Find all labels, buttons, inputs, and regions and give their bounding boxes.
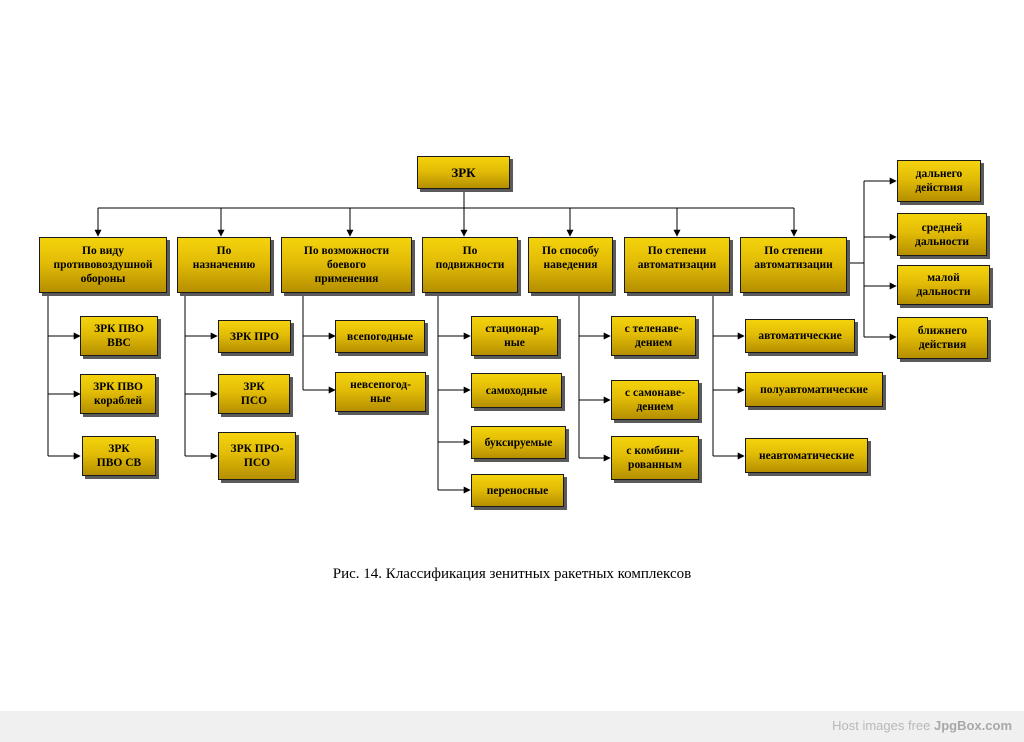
leaf-stationary: стационар- ные [471, 316, 558, 356]
category-combat: По возможности боевого применения [281, 237, 412, 293]
leaf-label: неавтоматические [758, 449, 855, 462]
leaf-label: ЗРК ПРО- ПСО [230, 443, 284, 469]
leaf-label: стационар- ные [485, 323, 544, 349]
category-automation-a-label: По степени автоматизации [637, 245, 717, 271]
leaf-portable: переносные [471, 474, 564, 507]
leaf-label: с комбини- рованным [626, 445, 684, 471]
leaf-all-weather: всепогодные [335, 320, 425, 353]
leaf-close-range: ближнего действия [897, 317, 988, 359]
category-automation-b: По степени автоматизации [740, 237, 847, 293]
category-air-defense-label: По виду противовоздушной обороны [53, 245, 153, 285]
category-purpose-label: По назначению [192, 245, 256, 271]
leaf-combined: с комбини- рованным [611, 436, 699, 480]
footer-brand: JpgBox.com [933, 718, 1012, 733]
footer-link[interactable]: Host images free JpgBox.com [832, 718, 1012, 733]
category-guidance: По способу наведения [528, 237, 613, 293]
leaf-label: ЗРК ПВО ВВС [94, 323, 144, 349]
leaf-tele-guidance: с теленаве- дением [611, 316, 696, 356]
leaf-label: ЗРК ПВО СВ [96, 443, 142, 469]
leaf-non-automatic: неавтоматические [745, 438, 868, 473]
leaf-zrk-pro: ЗРК ПРО [218, 320, 291, 353]
leaf-zrk-pro-pso: ЗРК ПРО- ПСО [218, 432, 296, 480]
leaf-label: ближнего действия [917, 325, 968, 351]
leaf-label: дальнего действия [915, 168, 963, 194]
leaf-label: с самонаве- дением [625, 387, 685, 413]
leaf-zrk-pvo-ships: ЗРК ПВО кораблей [80, 374, 156, 414]
leaf-towed: буксируемые [471, 426, 566, 459]
leaf-zrk-pvo-sv: ЗРК ПВО СВ [82, 436, 156, 476]
leaf-label: всепогодные [347, 330, 413, 343]
leaf-label: малой дальности [916, 272, 971, 298]
leaf-automatic: автоматические [745, 319, 855, 353]
category-automation-a: По степени автоматизации [624, 237, 730, 293]
leaf-label: ЗРК ПВО кораблей [93, 381, 143, 407]
category-combat-label: По возможности боевого применения [303, 245, 390, 285]
category-mobility-label: По подвижности [435, 245, 505, 271]
footer-text-prefix: Host images free [832, 718, 934, 733]
category-purpose: По назначению [177, 237, 271, 293]
leaf-self-propelled: самоходные [471, 373, 562, 408]
leaf-label: переносные [486, 484, 549, 497]
category-automation-b-label: По степени автоматизации [754, 245, 833, 271]
leaf-label: с теленаве- дением [624, 323, 683, 349]
root-label: ЗРК [451, 164, 476, 180]
category-mobility: По подвижности [422, 237, 518, 293]
leaf-semi-automatic: полуавтоматические [745, 372, 883, 407]
leaf-label: автоматические [758, 330, 842, 342]
leaf-homing: с самонаве- дением [611, 380, 699, 420]
leaf-label: самоходные [485, 384, 548, 397]
leaf-zrk-pso: ЗРК ПСО [218, 374, 290, 414]
leaf-label: средней дальности [915, 221, 969, 248]
leaf-short-range: малой дальности [897, 265, 990, 305]
leaf-medium-range: средней дальности [897, 213, 987, 256]
leaf-label: невсепогод- ные [350, 379, 411, 405]
leaf-label: буксируемые [484, 436, 553, 449]
leaf-non-all-weather: невсепогод- ные [335, 372, 426, 412]
category-guidance-label: По способу наведения [542, 245, 599, 271]
figure-caption: Рис. 14. Классификация зенитных ракетных… [332, 566, 692, 582]
leaf-label: ЗРК ПРО [229, 330, 280, 343]
footer-bar: Host images free JpgBox.com [0, 711, 1024, 742]
category-air-defense: По виду противовоздушной обороны [39, 237, 167, 293]
leaf-label: полуавтоматические [760, 383, 868, 396]
leaf-long-range: дальнего действия [897, 160, 981, 202]
leaf-label: ЗРК ПСО [240, 381, 268, 407]
leaf-zrk-pvo-vvs: ЗРК ПВО ВВС [80, 316, 158, 356]
root-node: ЗРК [417, 156, 510, 189]
